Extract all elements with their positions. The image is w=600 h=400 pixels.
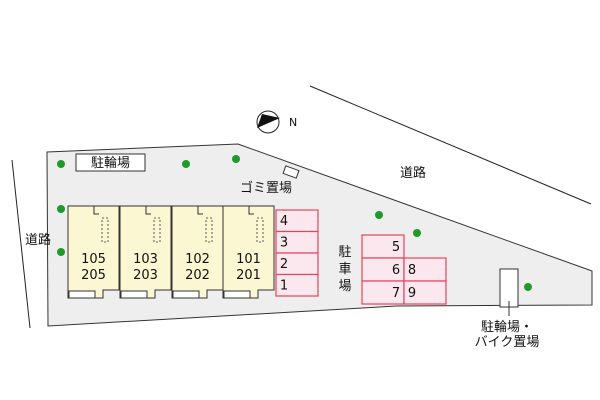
parking-left-column: 4 3 2 1 <box>275 209 319 297</box>
parking-space <box>275 273 319 297</box>
unit-number-bottom: 201 <box>236 268 261 283</box>
garbage-label: ゴミ置場 <box>240 180 292 196</box>
unit-balcony <box>120 290 148 299</box>
bike-parking-top <box>75 153 146 172</box>
unit-balcony <box>223 290 251 299</box>
tree <box>375 211 383 219</box>
unit-balcony <box>172 290 200 299</box>
tree <box>57 248 65 256</box>
parking-label-char: 駐 <box>338 245 351 260</box>
bike-parking-top-label: 駐輪場 <box>91 155 130 171</box>
north-label: N <box>289 116 297 129</box>
unit-number-top: 103 <box>133 252 158 267</box>
parking-space-number: 8 <box>408 263 416 278</box>
parking-space-number: 2 <box>280 257 288 272</box>
road-edge-top <box>309 85 592 205</box>
unit-stairs <box>256 217 264 243</box>
parking-space-number: 5 <box>392 240 400 255</box>
unit-notch <box>248 206 254 215</box>
parking-space-number: 4 <box>280 214 288 229</box>
unit-number-top: 101 <box>236 252 261 267</box>
unit-stairs <box>153 217 161 243</box>
tree <box>524 283 532 291</box>
compass-icon: N <box>256 110 297 134</box>
unit-outline <box>119 205 172 299</box>
unit-number-bottom: 203 <box>133 268 158 283</box>
road-edge-left <box>11 159 31 329</box>
unit-number-bottom: 202 <box>185 268 210 283</box>
garbage-area <box>282 165 300 179</box>
parking-space-number: 9 <box>408 286 416 301</box>
road-label-left: 道路 <box>25 232 51 248</box>
unit-outline <box>67 205 120 299</box>
unit-stairs <box>205 217 213 243</box>
unit-number-top: 102 <box>185 252 210 267</box>
unit-notch <box>93 206 99 215</box>
parking-space <box>403 280 447 305</box>
unit-number-top: 105 <box>81 252 106 267</box>
trees <box>57 155 532 291</box>
unit-balcony <box>68 290 96 299</box>
unit-number-bottom: 205 <box>81 268 106 283</box>
unit-outline <box>222 205 275 299</box>
unit-stairs <box>101 217 109 243</box>
parking-space-number: 6 <box>392 263 400 278</box>
tree <box>413 229 421 237</box>
tree <box>182 160 190 168</box>
unit-notch <box>197 206 203 215</box>
parking-space-number: 1 <box>280 279 288 294</box>
bike-parking-right-label-2: バイク置場 <box>475 335 540 350</box>
tree <box>57 205 65 213</box>
tree <box>57 160 65 168</box>
parking-label-char: 場 <box>338 279 351 294</box>
parking-space-number: 7 <box>392 286 400 301</box>
bike-parking-right-label-1: 駐輪場・ <box>481 319 533 335</box>
unit-notch <box>145 206 151 215</box>
tree <box>232 155 240 163</box>
parking-label-char: 車 <box>338 262 351 277</box>
parking-space-number: 3 <box>280 236 288 251</box>
road-label-top: 道路 <box>400 165 426 181</box>
